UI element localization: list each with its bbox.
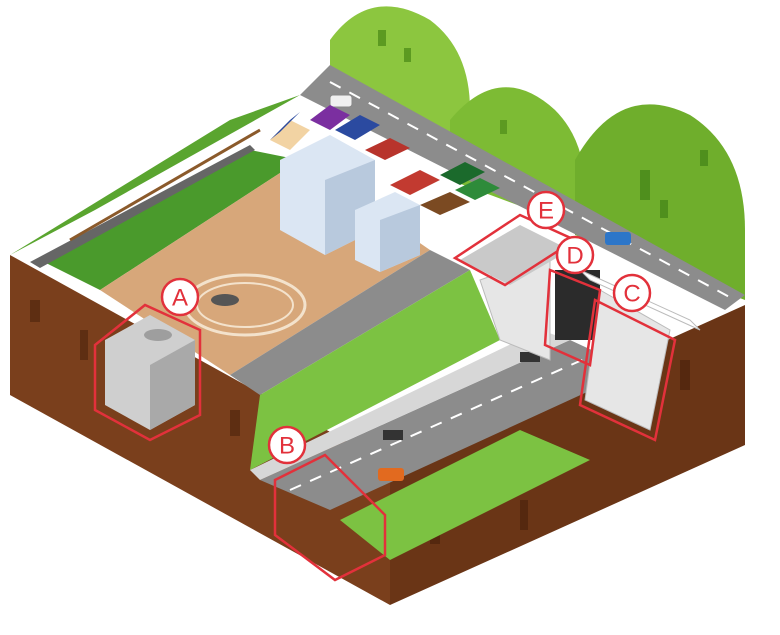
outline-b bbox=[273, 453, 387, 582]
school-building bbox=[280, 135, 420, 272]
callout-a: A bbox=[160, 277, 200, 317]
highlight-outlines bbox=[93, 213, 677, 582]
lower-road bbox=[250, 330, 635, 510]
drain-grate bbox=[383, 430, 403, 440]
callout-c: C bbox=[612, 273, 652, 313]
callout-e: E bbox=[526, 190, 566, 230]
car-white bbox=[329, 94, 353, 108]
callout-b-label: B bbox=[279, 433, 295, 460]
callout-a-label: A bbox=[172, 285, 188, 312]
storage-tank-building bbox=[105, 315, 195, 430]
upper-road bbox=[300, 65, 745, 310]
grass-embankment bbox=[250, 270, 590, 560]
car-blue bbox=[605, 232, 631, 245]
school-road bbox=[230, 250, 470, 395]
houses bbox=[270, 105, 500, 215]
callout-d-label: D bbox=[566, 243, 583, 270]
farmland bbox=[10, 95, 300, 290]
callout-d: D bbox=[555, 235, 595, 275]
outline-c bbox=[578, 298, 677, 442]
callout-e-label: E bbox=[538, 198, 554, 225]
callout-b: B bbox=[267, 425, 307, 465]
car-orange bbox=[378, 468, 404, 481]
outline-d bbox=[543, 268, 602, 367]
outline-a bbox=[93, 303, 202, 442]
manhole-cover bbox=[211, 294, 239, 306]
callout-c-label: C bbox=[623, 281, 640, 308]
